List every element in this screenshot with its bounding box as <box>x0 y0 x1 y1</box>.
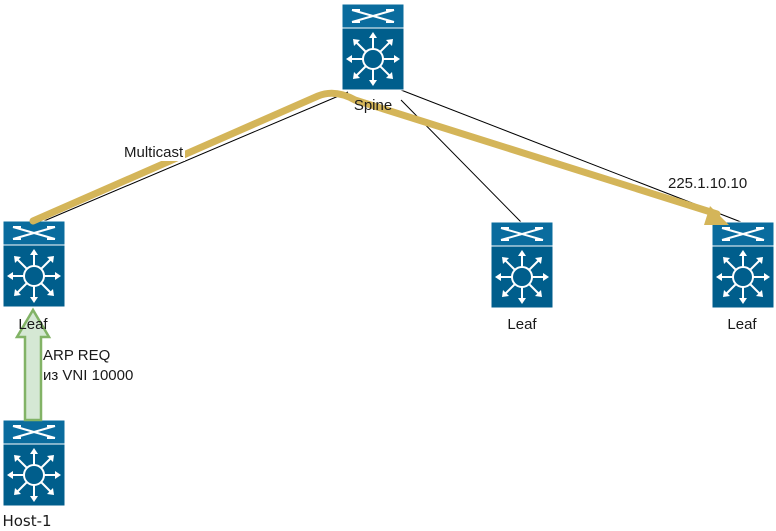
link-spine-leaf3 <box>400 89 742 223</box>
arp-request-annotation: ARP REQ из VNI 10000 <box>43 346 133 386</box>
spine-label: Spine <box>353 97 393 114</box>
multicast-flow-path <box>29 89 721 225</box>
arp-line-2: из VNI 10000 <box>43 367 134 384</box>
host1-label: Host-1 <box>2 512 52 530</box>
leaf2-label: Leaf <box>507 316 537 333</box>
arp-line-1: ARP REQ <box>43 347 111 364</box>
multicast-arrow <box>704 206 729 225</box>
leaf3-label: Leaf <box>727 316 757 333</box>
multicast-annotation: Multicast <box>122 144 186 161</box>
link-spine-leaf1 <box>43 91 349 222</box>
up-arrow <box>14 307 52 422</box>
leaf1-switch-icon[interactable] <box>2 220 66 308</box>
multicast-group-annotation: 225.1.10.10 <box>666 175 750 192</box>
host1-switch-icon[interactable] <box>2 419 66 507</box>
leaf3-switch-icon[interactable] <box>711 221 775 309</box>
leaf2-switch-icon[interactable] <box>490 221 554 309</box>
spine-switch-icon[interactable] <box>341 3 405 91</box>
leaf1-label: Leaf <box>18 316 48 333</box>
